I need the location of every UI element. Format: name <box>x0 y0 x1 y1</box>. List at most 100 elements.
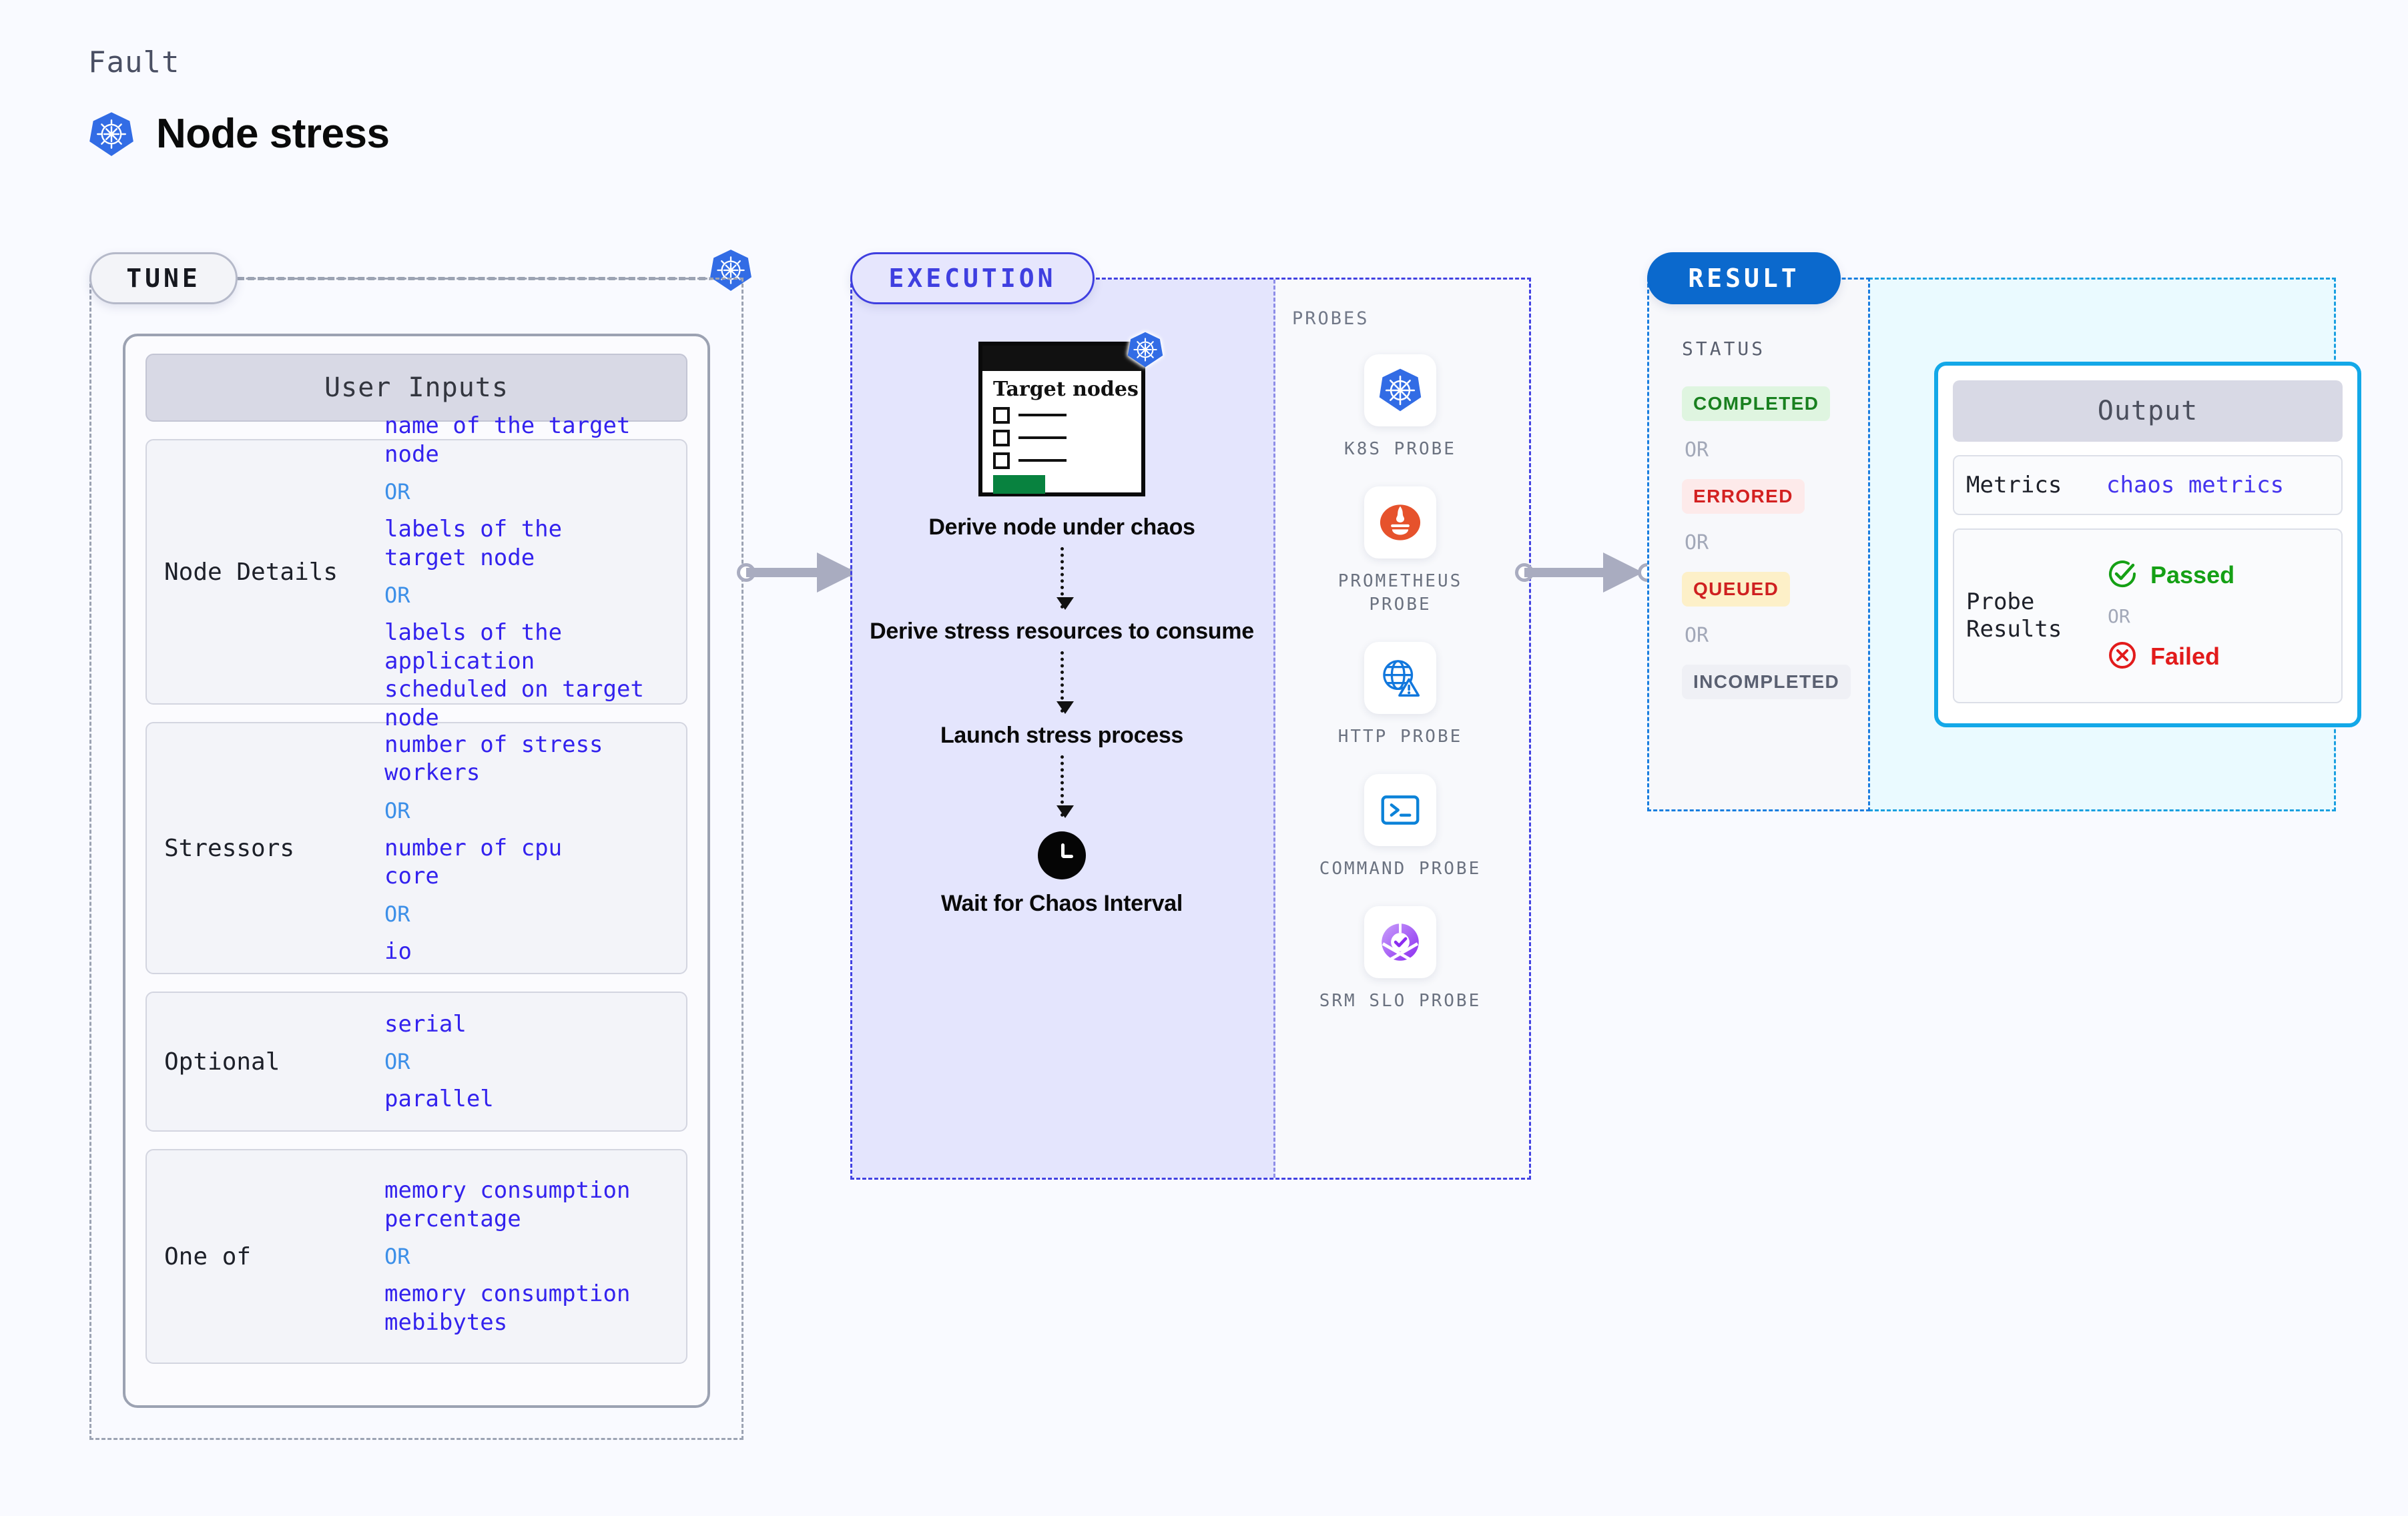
status-badge-completed: COMPLETED <box>1682 386 1831 421</box>
input-value: io <box>384 937 412 965</box>
probe-result-passed: Passed <box>2106 558 2329 593</box>
or-separator: OR <box>384 583 410 608</box>
output-card: Output Metrics chaos metrics Probe Resul… <box>1934 362 2361 727</box>
prometheus-icon <box>1364 486 1436 559</box>
flow-step-label: Launch stress process <box>940 723 1184 749</box>
input-group-values: serial OR parallel <box>384 1006 681 1118</box>
output-row-label: Probe Results <box>1966 589 2062 643</box>
probes-heading: PROBES <box>1292 308 1370 329</box>
input-value: labels of the application scheduled on t… <box>384 619 644 731</box>
connector-line <box>746 568 818 577</box>
input-group-label: Optional <box>164 1048 280 1076</box>
output-row-label: Metrics <box>1966 471 2062 498</box>
fault-kicker: Fault <box>88 45 180 79</box>
input-group-stressors: Stressors number of stress workers OR nu… <box>145 722 687 974</box>
input-group-node-details: Node Details name of the target node OR … <box>145 412 687 731</box>
probes-panel <box>1275 280 1529 1178</box>
flow-arrow <box>1056 755 1074 819</box>
terminal-icon <box>1364 774 1436 847</box>
tune-region <box>89 278 743 1440</box>
flow-step-label: Derive stress resources to consume <box>870 619 1254 645</box>
user-inputs-card: User Inputs Node Details name of the tar… <box>123 334 710 1408</box>
flow-arrow <box>1056 651 1074 715</box>
or-separator: OR <box>1685 624 1709 647</box>
input-value: serial <box>384 1010 467 1038</box>
probe-item-prometheus[interactable]: PROMETHEUS PROBE <box>1313 486 1487 617</box>
or-separator: OR <box>1685 438 1709 462</box>
input-value: parallel <box>384 1086 494 1112</box>
or-separator: OR <box>384 797 410 823</box>
kubernetes-icon <box>1364 354 1436 426</box>
status-badge-incompleted: INCOMPLETED <box>1682 665 1851 699</box>
or-separator: OR <box>1685 531 1709 554</box>
or-separator: OR <box>384 1049 410 1074</box>
flow-arrow <box>1056 547 1074 611</box>
probe-result-failed-label: Failed <box>2150 643 2220 670</box>
probe-result-passed-label: Passed <box>2150 561 2235 589</box>
probe-item-k8s[interactable]: K8S PROBE <box>1313 354 1487 461</box>
probe-label: K8S PROBE <box>1344 439 1456 459</box>
checkbox-icon <box>993 452 1010 469</box>
stage-pill-tune[interactable]: TUNE <box>89 252 238 304</box>
probe-result-failed: Failed <box>2106 639 2329 675</box>
input-group-optional: Optional serial OR parallel <box>145 992 687 1132</box>
target-nodes-card: Target nodes <box>978 332 1163 496</box>
input-group-values: name of the target node OR labels of the… <box>384 407 681 737</box>
probe-item-http[interactable]: HTTP PROBE <box>1313 642 1487 749</box>
slo-donut-icon <box>1364 906 1436 979</box>
output-title: Output <box>1953 380 2343 442</box>
output-row-probe-results: Probe Results Passed OR <box>1953 528 2343 703</box>
input-group-label: Stressors <box>164 834 295 862</box>
input-value: number of stress workers <box>384 731 603 787</box>
stage-pill-result[interactable]: RESULT <box>1647 252 1841 304</box>
card-titlebar <box>982 346 1141 371</box>
input-group-values: number of stress workers OR number of cp… <box>384 726 681 971</box>
probe-label: COMMAND PROBE <box>1319 859 1482 879</box>
result-region <box>1647 278 1870 811</box>
output-row-value: chaos metrics <box>2106 472 2285 498</box>
checklist-row <box>993 452 1141 469</box>
input-group-label: Node Details <box>164 558 338 586</box>
kubernetes-icon <box>1127 331 1164 372</box>
checklist-row <box>993 406 1141 424</box>
or-separator: OR <box>384 479 410 504</box>
status-badge-queued: QUEUED <box>1682 572 1791 607</box>
status-column: STATUS COMPLETED OR ERRORED OR QUEUED OR… <box>1647 278 1870 699</box>
input-value: memory consumption percentage <box>384 1177 631 1232</box>
check-circle-icon <box>2106 558 2138 593</box>
probe-label: PROMETHEUS PROBE <box>1337 571 1463 615</box>
kubernetes-icon <box>88 111 135 157</box>
connector-line <box>1524 568 1603 577</box>
input-group-one-of: One of memory consumption percentage OR … <box>145 1149 687 1364</box>
user-inputs-title: User Inputs <box>145 354 687 422</box>
connector-execution-to-result <box>1515 552 1657 593</box>
output-row-metrics: Metrics chaos metrics <box>1953 455 2343 515</box>
checkbox-icon <box>993 429 1010 446</box>
execution-flow: Target nodes <box>850 278 1273 1176</box>
target-nodes-title: Target nodes <box>993 378 1139 401</box>
card-body: Target nodes <box>982 371 1141 494</box>
fault-title-row: Node stress <box>88 110 390 157</box>
green-status-bar <box>993 474 1045 494</box>
or-separator: OR <box>2108 605 2130 627</box>
stage-pill-execution[interactable]: EXECUTION <box>850 252 1095 304</box>
input-value: name of the target node <box>384 412 631 468</box>
kubernetes-icon <box>709 248 753 296</box>
placeholder-line <box>1018 436 1067 439</box>
connector-arrowhead <box>1603 552 1643 593</box>
placeholder-line <box>1018 414 1067 416</box>
probe-result-stack: Passed OR Failed <box>2106 558 2329 675</box>
connector-tune-to-execution <box>737 552 868 593</box>
probe-item-command[interactable]: COMMAND PROBE <box>1313 774 1487 881</box>
probe-label: HTTP PROBE <box>1337 727 1463 747</box>
probes-column: PROBES <box>1273 278 1527 1176</box>
flow-step-label: Derive node under chaos <box>928 514 1195 540</box>
page-title: Node stress <box>156 111 390 157</box>
x-circle-icon <box>2106 639 2138 675</box>
or-separator: OR <box>384 1244 410 1269</box>
probe-item-srm-slo[interactable]: SRM SLO PROBE <box>1313 906 1487 1013</box>
clock-icon <box>1038 831 1086 880</box>
checkbox-icon <box>993 406 1010 424</box>
placeholder-line <box>1018 459 1067 462</box>
